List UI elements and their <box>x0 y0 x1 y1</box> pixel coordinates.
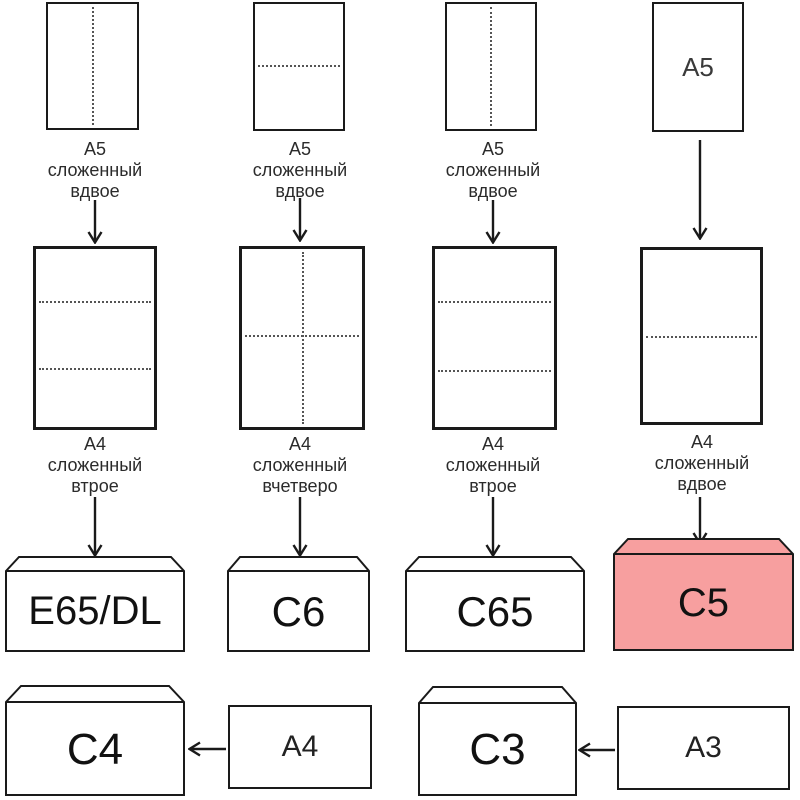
caption-line: А4 <box>83 434 107 454</box>
caption-line: вдвое <box>70 181 120 201</box>
sheet-a4-fold-thirds <box>33 246 157 430</box>
sheet-caption-a4: А4 сложенный втрое <box>15 434 175 497</box>
sheet-a4-fold-thirds <box>432 246 557 430</box>
arrow-down-icon <box>292 198 308 242</box>
caption-line: вчетверо <box>262 476 338 496</box>
envelope-shape <box>5 685 185 796</box>
caption-line: А4 <box>481 434 505 454</box>
fold-line-vertical <box>490 7 492 126</box>
caption-line: сложенный <box>445 455 541 475</box>
sheet-caption-a5: А5 сложенный вдвое <box>413 139 573 202</box>
fold-line-horizontal <box>438 301 551 303</box>
envelope-c3: C3 <box>418 686 577 797</box>
caption-line: А4 <box>690 432 714 452</box>
caption-line: втрое <box>469 476 517 496</box>
caption-line: сложенный <box>445 160 541 180</box>
envelope-label: E65/DL <box>28 589 162 633</box>
caption-line: сложенный <box>654 453 750 473</box>
envelope-shape <box>405 556 585 652</box>
arrow-down-icon <box>292 497 308 557</box>
sheet-a5-fold-vertical <box>46 2 139 130</box>
fold-line-horizontal <box>39 301 151 303</box>
sheet-a3-source: А3 <box>617 706 790 790</box>
sheet-caption-a4: А4 сложенный вчетверо <box>220 434 380 497</box>
envelope-label: C5 <box>677 580 730 625</box>
caption-line: сложенный <box>47 160 143 180</box>
sheet-a5-fold-vertical <box>445 2 537 131</box>
envelope-e65-dl: E65/DL <box>5 556 185 652</box>
fold-line-horizontal <box>39 368 151 370</box>
sheet-inner-label: А5 <box>682 51 714 82</box>
fold-line-vertical <box>92 7 94 125</box>
fold-line-horizontal <box>245 335 359 337</box>
sheet-caption-a5: А5 сложенный вдвое <box>220 139 380 202</box>
caption-line: А5 <box>481 139 505 159</box>
sheet-label: А3 <box>685 731 722 764</box>
caption-line: сложенный <box>252 160 348 180</box>
arrow-left-icon <box>578 742 615 758</box>
envelope-label: C3 <box>469 725 526 774</box>
arrow-down-icon <box>692 140 708 240</box>
sheet-a4-fold-quarters <box>239 246 365 430</box>
caption-line: А5 <box>83 139 107 159</box>
envelope-shape <box>418 686 577 796</box>
arrow-down-icon <box>87 200 103 244</box>
sheet-a5-fold-horizontal <box>253 2 345 131</box>
caption-line: сложенный <box>252 455 348 475</box>
envelope-shape <box>227 556 370 652</box>
sheet-a4-source: А4 <box>228 705 372 789</box>
fold-line-vertical <box>302 252 304 424</box>
envelope-label: C65 <box>456 587 534 635</box>
fold-line-horizontal <box>258 65 340 67</box>
fold-line-horizontal <box>438 370 551 372</box>
caption-line: А4 <box>288 434 312 454</box>
envelope-c6: C6 <box>227 556 370 652</box>
arrow-down-icon <box>87 497 103 557</box>
sheet-caption-a5: А5 сложенный вдвое <box>15 139 175 202</box>
caption-line: сложенный <box>47 455 143 475</box>
envelope-c5-highlighted: C5 <box>613 538 794 652</box>
sheet-a4-fold-half <box>640 247 763 425</box>
sheet-label: А4 <box>281 730 319 763</box>
caption-line: втрое <box>71 476 119 496</box>
sheet-caption-a4: А4 сложенный втрое <box>413 434 573 497</box>
envelope-shape <box>613 538 794 651</box>
sheet-a5-plain: А5 <box>652 2 744 132</box>
fold-line-horizontal <box>646 336 757 338</box>
arrow-down-icon <box>485 497 501 557</box>
envelope-c65: C65 <box>405 556 585 652</box>
envelope-label: C4 <box>66 724 124 774</box>
envelope-c4: C4 <box>5 685 185 797</box>
caption-line: А5 <box>288 139 312 159</box>
caption-line: вдвое <box>468 181 518 201</box>
caption-line: вдвое <box>275 181 325 201</box>
sheet-caption-a4: А4 сложенный вдвое <box>622 432 782 495</box>
envelope-label: C6 <box>271 587 326 635</box>
envelope-shape <box>5 556 185 652</box>
arrow-left-icon <box>188 741 226 757</box>
arrow-down-icon <box>485 200 501 244</box>
caption-line: вдвое <box>677 474 727 494</box>
